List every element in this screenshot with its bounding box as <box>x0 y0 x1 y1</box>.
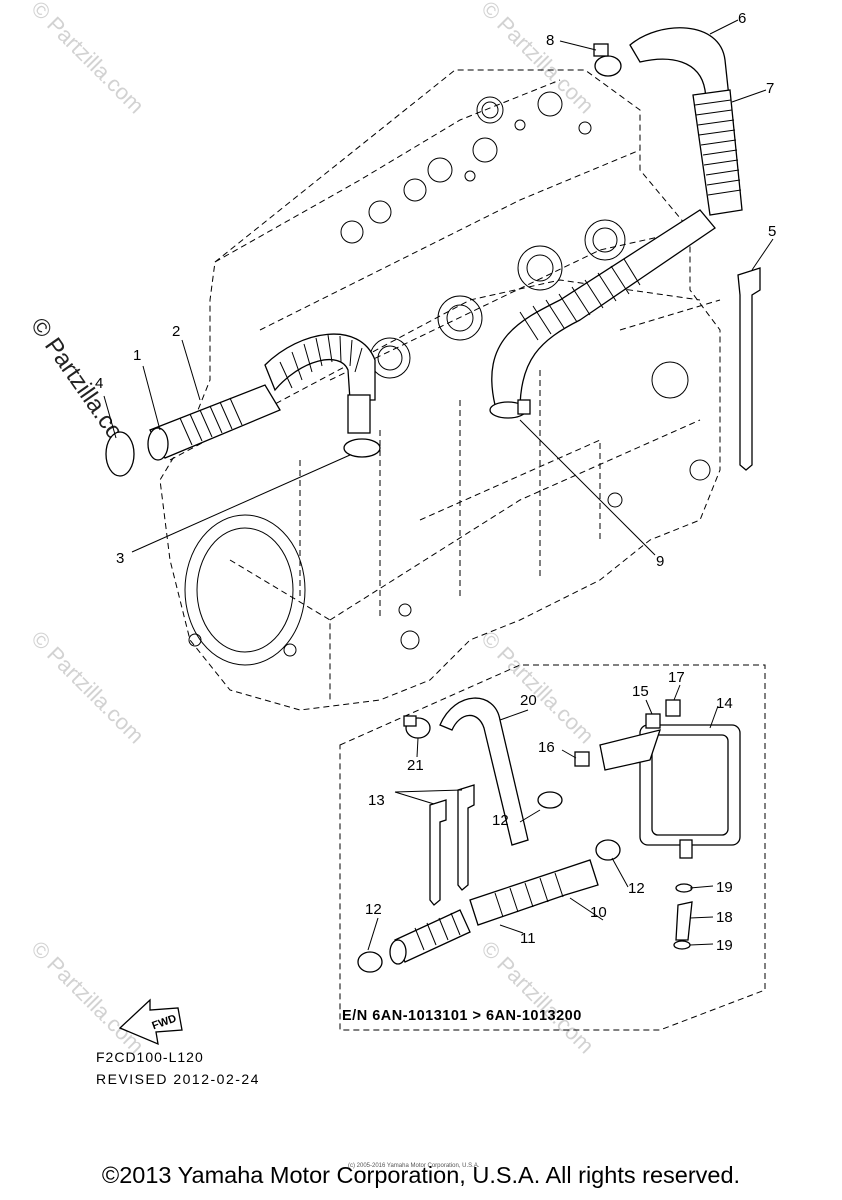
callout-19b: 19 <box>716 937 733 954</box>
watermark-6: © Partzilla.com <box>476 936 599 1059</box>
part-12-clip-c <box>357 951 383 973</box>
part-hose-main-ribs <box>519 258 641 341</box>
callout-5: 5 <box>768 223 776 240</box>
callout-2: 2 <box>172 323 180 340</box>
callout-10: 10 <box>590 904 607 921</box>
revised-date-label: REVISED 2012-02-24 <box>96 1071 260 1087</box>
part-13-tie-b <box>457 784 475 891</box>
watermark-1: © Partzilla.com <box>26 0 149 118</box>
part-10-hose <box>469 859 599 926</box>
part-19-clip-a <box>675 883 693 893</box>
engine-number-range-label: E/N 6AN-1013101 > 6AN-1013200 <box>342 1008 582 1024</box>
watermark-2: © Partzilla.com <box>476 0 599 118</box>
part-8-clamp <box>593 43 622 77</box>
part-10-ribs <box>494 872 564 918</box>
part-elbow-ribs <box>279 334 363 389</box>
part-2-ribs <box>179 397 243 446</box>
part-4-clip <box>105 431 135 477</box>
callout-8: 8 <box>546 32 554 49</box>
callout-9: 9 <box>656 553 664 570</box>
callout-21: 21 <box>407 757 424 774</box>
part-16-collar <box>574 751 590 767</box>
part-15-grommet <box>645 713 661 729</box>
copyright-small-text: (c) 2005-2016 Yamaha Motor Corporation, … <box>348 1163 480 1169</box>
callout-14: 14 <box>716 695 733 712</box>
callout-17: 17 <box>668 669 685 686</box>
part-elbow-outlet <box>347 394 371 434</box>
callouts: 1 2 3 4 5 6 7 8 9 10 11 12 12 12 13 14 1… <box>95 10 776 954</box>
part-7-ribs <box>694 99 742 196</box>
part-17-bolt <box>665 699 681 717</box>
part-11-end <box>389 939 407 965</box>
callout-13: 13 <box>368 792 385 809</box>
engine-block <box>159 69 721 711</box>
callout-7: 7 <box>766 80 774 97</box>
part-5-cable-tie <box>737 267 761 471</box>
callout-20: 20 <box>520 692 537 709</box>
part-3-clip <box>343 438 381 458</box>
part-hose-main <box>491 209 716 411</box>
callout-12c: 12 <box>365 901 382 918</box>
callout-16: 16 <box>538 739 555 756</box>
fwd-arrow: FWD <box>118 998 183 1046</box>
copyright-text: ©2013 Yamaha Motor Corporation, U.S.A. A… <box>101 1162 741 1188</box>
diagram-code-label: F2CD100-L120 <box>96 1049 204 1065</box>
part-20-hose <box>439 697 529 846</box>
watermark-5: © Partzilla.com <box>26 936 149 1059</box>
part-19-clip-b <box>673 940 691 950</box>
callout-4: 4 <box>95 375 103 392</box>
callout-12b: 12 <box>628 880 645 897</box>
callout-6: 6 <box>738 10 746 27</box>
part-11-ribs <box>414 912 461 951</box>
part-elbow-hose <box>264 333 376 401</box>
part-12-clip-a <box>537 791 563 809</box>
callout-15: 15 <box>632 683 649 700</box>
part-18-hose <box>675 901 693 941</box>
callout-3: 3 <box>116 550 124 567</box>
callout-11: 11 <box>520 930 536 947</box>
watermark-3: © Partzilla.com <box>26 626 149 749</box>
part-14-separator <box>599 724 741 859</box>
part-12-clip-b <box>595 839 621 861</box>
leader-lines <box>103 19 774 951</box>
callout-19a: 19 <box>716 879 733 896</box>
parts: FWD <box>105 27 766 1046</box>
part-21-clamp <box>403 715 431 739</box>
part-9-clamp <box>489 399 531 419</box>
callout-12a: 12 <box>492 812 509 829</box>
part-13-tie-a <box>429 799 447 906</box>
part-1-2-hose <box>149 384 281 459</box>
part-1-end <box>147 427 169 461</box>
callout-18: 18 <box>716 909 733 926</box>
callout-1: 1 <box>133 347 141 364</box>
